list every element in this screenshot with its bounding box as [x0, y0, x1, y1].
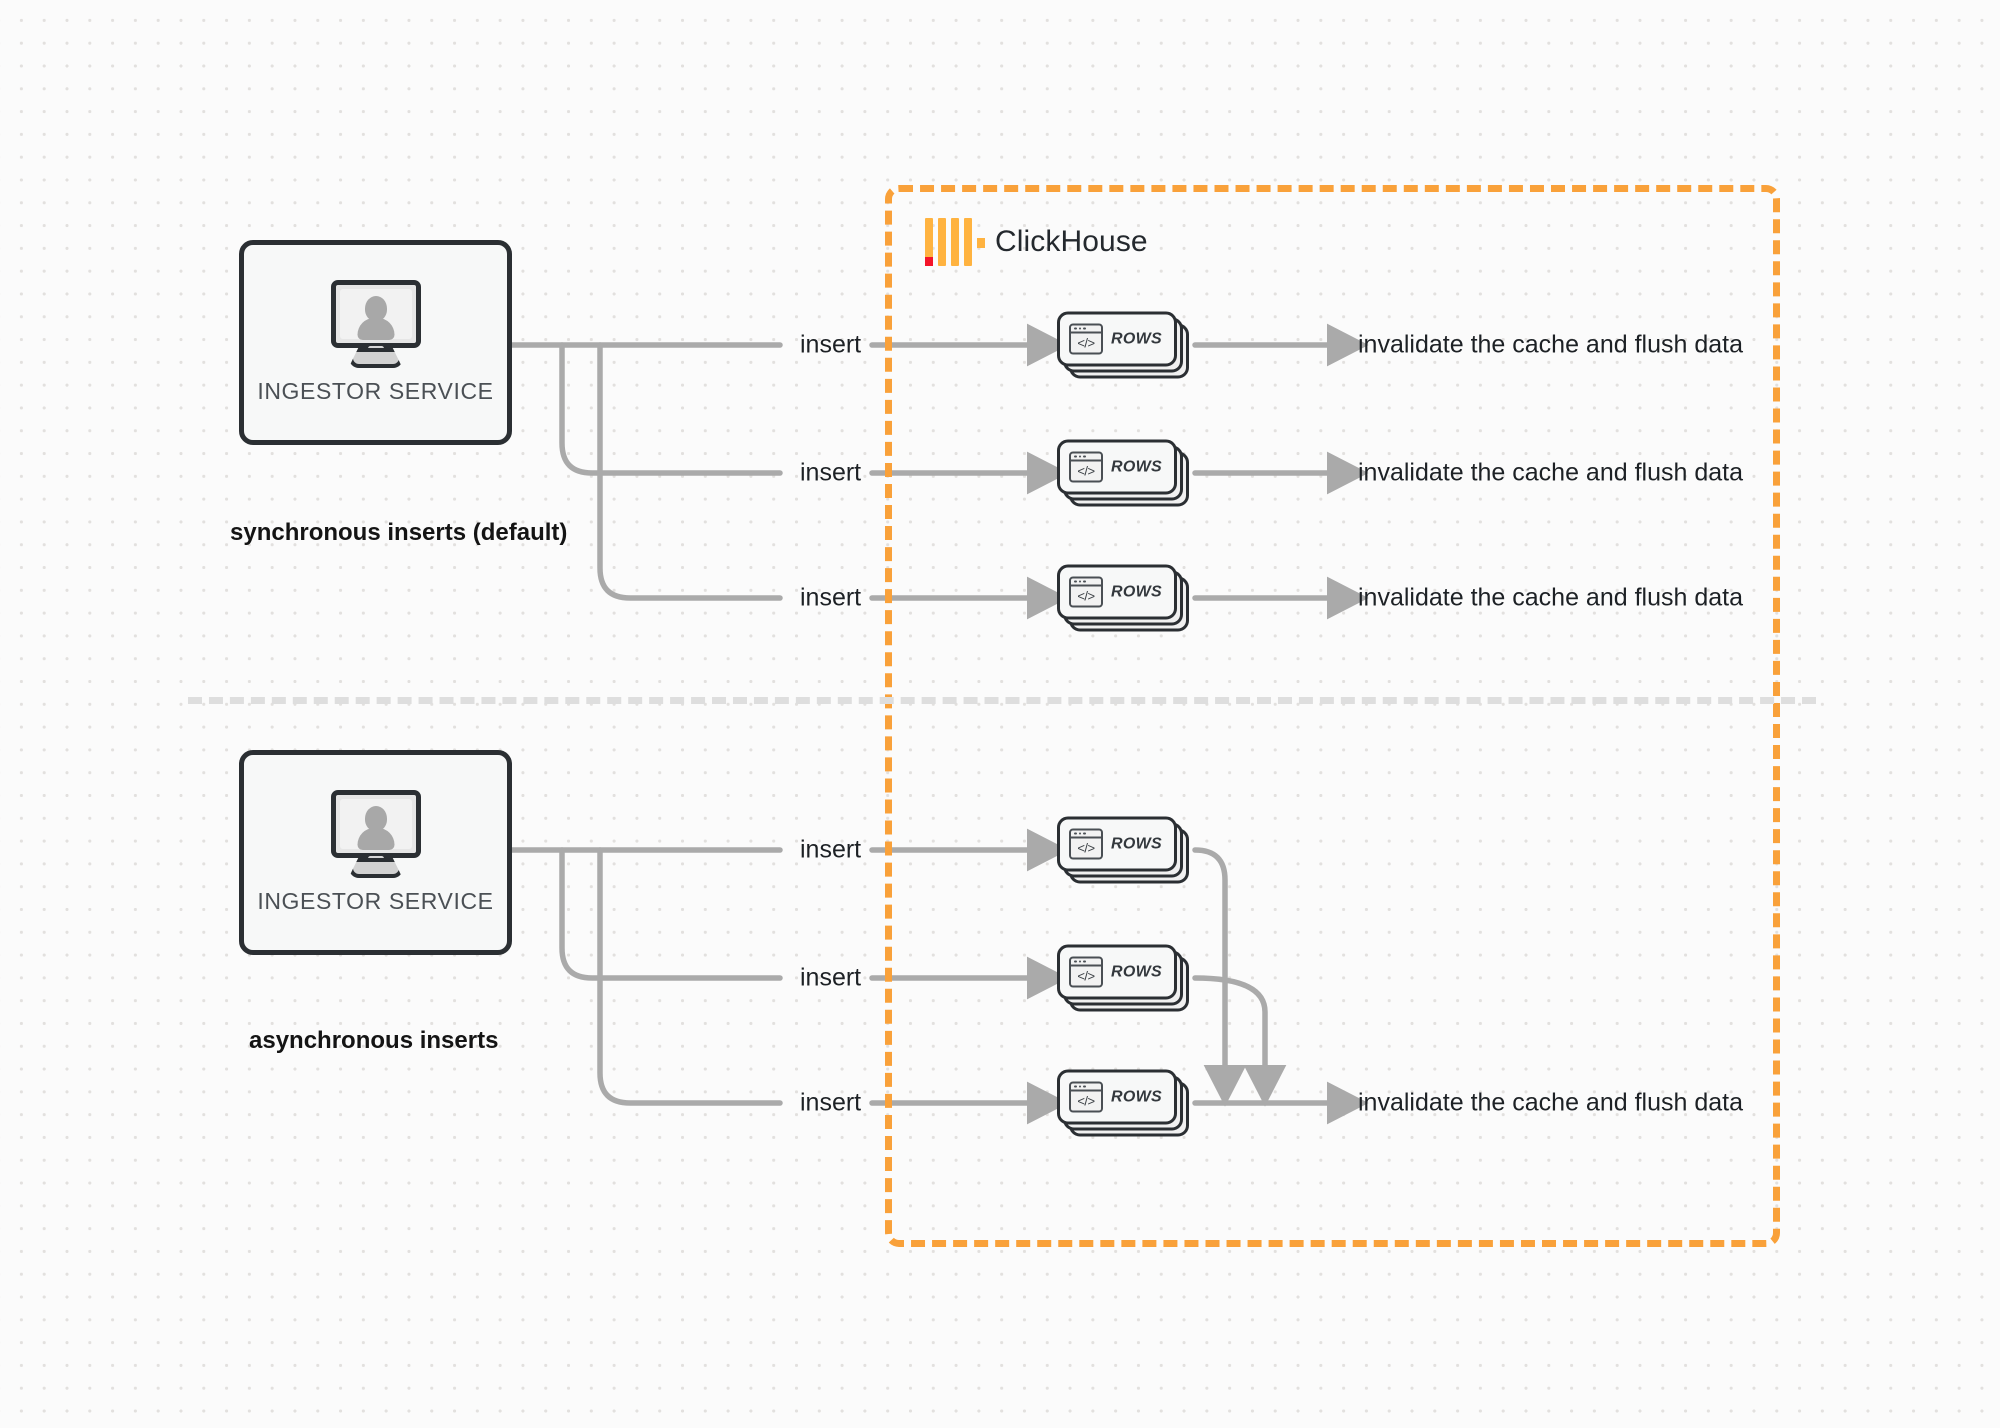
insert-label-async-3: insert: [800, 1088, 862, 1117]
output-label-sync-1: invalidate the cache and flush data: [1358, 330, 1743, 359]
insert-label-async-2: insert: [800, 963, 862, 992]
rows-card-label: ROWS: [1111, 583, 1162, 600]
clickhouse-brand-label: ClickHouse: [995, 225, 1148, 258]
ingestor-service-label: INGESTOR SERVICE: [257, 888, 494, 914]
ingestor-service-sync[interactable]: INGESTOR SERVICE: [239, 240, 512, 445]
group-caption-sync: synchronous inserts (default): [230, 519, 568, 546]
rows-card-async-1[interactable]: </> ROWS: [1057, 816, 1189, 884]
ingestor-service-label: INGESTOR SERVICE: [257, 378, 494, 404]
rows-card-label: ROWS: [1111, 963, 1162, 980]
output-label-sync-3: invalidate the cache and flush data: [1358, 583, 1743, 612]
code-window-icon: </>: [1069, 956, 1103, 988]
output-label-async: invalidate the cache and flush data: [1358, 1088, 1743, 1117]
code-window-icon: </>: [1069, 1081, 1103, 1113]
clickhouse-boundary: [885, 185, 1780, 1247]
ingestor-service-async[interactable]: INGESTOR SERVICE: [239, 750, 512, 955]
rows-card-label: ROWS: [1111, 1088, 1162, 1105]
insert-label-async-1: insert: [800, 835, 862, 864]
insert-label-sync-3: insert: [800, 583, 862, 612]
rows-card-async-3[interactable]: </> ROWS: [1057, 1069, 1189, 1137]
output-label-sync-2: invalidate the cache and flush data: [1358, 458, 1743, 487]
insert-label-sync-1: insert: [800, 330, 862, 359]
rows-card-label: ROWS: [1111, 458, 1162, 475]
code-window-icon: </>: [1069, 828, 1103, 860]
clickhouse-brand: ClickHouse: [925, 218, 1148, 266]
rows-card-sync-2[interactable]: </> ROWS: [1057, 439, 1189, 507]
insert-label-sync-2: insert: [800, 458, 862, 487]
clickhouse-logo-icon: [925, 218, 985, 266]
rows-card-async-2[interactable]: </> ROWS: [1057, 944, 1189, 1012]
monitor-user-icon: [326, 790, 426, 878]
rows-card-sync-1[interactable]: </> ROWS: [1057, 311, 1189, 379]
group-divider: [188, 697, 1816, 704]
group-caption-async: asynchronous inserts: [249, 1027, 499, 1054]
monitor-user-icon: [326, 280, 426, 368]
code-window-icon: </>: [1069, 323, 1103, 355]
rows-card-label: ROWS: [1111, 330, 1162, 347]
rows-card-sync-3[interactable]: </> ROWS: [1057, 564, 1189, 632]
rows-card-label: ROWS: [1111, 835, 1162, 852]
code-window-icon: </>: [1069, 576, 1103, 608]
code-window-icon: </>: [1069, 451, 1103, 483]
